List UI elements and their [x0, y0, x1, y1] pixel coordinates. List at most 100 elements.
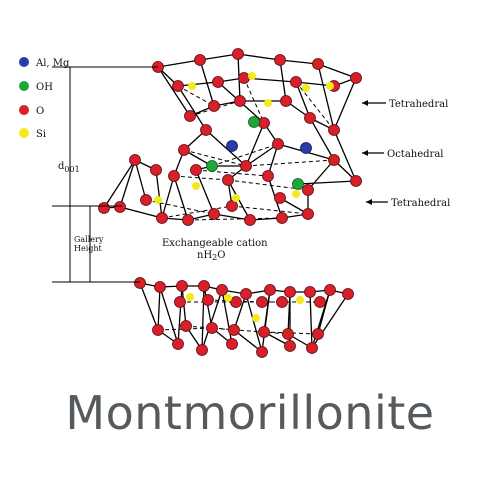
bond-line	[177, 81, 219, 87]
bond-line	[279, 59, 287, 102]
bond-line	[333, 77, 357, 131]
bond-line	[157, 66, 191, 117]
dashed-bond-line	[263, 331, 319, 335]
oxygen-atom	[264, 284, 276, 296]
legend-label-al-mg: Al, Mg	[35, 58, 70, 69]
oxygen-atom	[129, 154, 141, 166]
oxygen-atom	[208, 208, 220, 220]
dashed-bond-line	[231, 205, 309, 215]
dashed-bond-line	[157, 327, 213, 331]
silicon-atom	[224, 294, 232, 302]
silicon-atom	[326, 82, 334, 90]
bond-line	[333, 129, 357, 182]
oxygen-atom	[176, 280, 188, 292]
aluminum-magnesium-atom	[300, 142, 312, 154]
bond-line	[199, 59, 215, 107]
oxygen-atom	[342, 288, 354, 300]
bond-line	[295, 81, 311, 119]
oxygen-atom	[312, 58, 324, 70]
dashed-bond-line	[211, 143, 279, 167]
oxygen-atom	[180, 320, 192, 332]
bond-line	[297, 180, 357, 185]
oxygen-atom	[230, 296, 242, 308]
oxygen-atom	[274, 192, 286, 204]
hydroxyl-atom	[206, 160, 218, 172]
bond-line	[245, 143, 279, 167]
bond-line	[317, 63, 335, 131]
oxygen-atom	[228, 324, 240, 336]
oxygen-atom	[168, 170, 180, 182]
d001-label: d001	[58, 161, 80, 174]
bond-line	[161, 175, 175, 219]
oxygen-atom	[198, 280, 210, 292]
hydroxyl-atom	[248, 116, 260, 128]
oxygen-atom	[350, 72, 362, 84]
oxygen-atom	[172, 80, 184, 92]
silicon-atom	[296, 296, 304, 304]
oxygen-atom	[178, 144, 190, 156]
silicon-atom	[264, 99, 272, 107]
gallery-height-label-line2: Height	[74, 244, 103, 253]
bond-line	[263, 289, 271, 333]
oxygen-atom	[226, 338, 238, 350]
hydroxyl-atom	[292, 178, 304, 190]
oxygen-atom	[282, 328, 294, 340]
oxygen-atom	[276, 296, 288, 308]
oxygen-atom	[140, 194, 152, 206]
page-title: Montmorillonite	[65, 386, 435, 440]
oxygen-atom	[262, 170, 274, 182]
oxygen-atom	[190, 164, 202, 176]
dashed-bond-line	[195, 169, 269, 177]
bond-line	[317, 289, 331, 335]
oxygen-atom	[258, 326, 270, 338]
bond-line	[237, 53, 281, 61]
oxygen-atom	[240, 288, 252, 300]
oxygen-atom	[212, 76, 224, 88]
oxygen-atom	[98, 202, 110, 214]
silicon-atom	[302, 84, 310, 92]
legend-marker-oh	[19, 81, 29, 91]
bond-line	[155, 169, 163, 219]
bond-line	[134, 159, 147, 201]
legend-label-oh: OH	[36, 82, 53, 93]
oxygen-atom	[304, 112, 316, 124]
silicon-atom	[186, 293, 194, 301]
water-label: nH2O	[197, 250, 225, 262]
oxygen-atom	[302, 208, 314, 220]
oxygen-atom	[328, 154, 340, 166]
dashed-bond-line	[145, 199, 215, 215]
oxygen-atom	[156, 212, 168, 224]
oxygen-atom	[208, 100, 220, 112]
bond-line	[157, 59, 201, 68]
legend-marker-si	[19, 128, 29, 138]
oxygen-atom	[234, 95, 246, 107]
silicon-atom	[192, 182, 200, 190]
oxygen-atom	[184, 110, 196, 122]
bond-line	[201, 285, 205, 351]
dashed-bond-line	[161, 205, 233, 219]
oxygen-atom	[202, 294, 214, 306]
bond-line	[119, 206, 163, 219]
octahedral-label: Octahedral	[387, 149, 443, 160]
silicon-atom	[188, 82, 196, 90]
dashed-bond-line	[187, 217, 283, 221]
bond-line	[309, 117, 335, 161]
bottom-tetrahedral-arrowhead	[366, 199, 372, 205]
oxygen-atom	[194, 54, 206, 66]
oxygen-atom	[304, 286, 316, 298]
bond-line	[309, 291, 313, 349]
bond-line	[221, 289, 233, 345]
oxygen-atom	[244, 214, 256, 226]
silicon-atom	[292, 190, 300, 198]
bond-line	[233, 293, 247, 331]
dashed-bond-line	[183, 149, 247, 167]
bond-line	[139, 282, 159, 331]
oxygen-atom	[226, 200, 238, 212]
legend-label-si: Si	[36, 129, 46, 140]
oxygen-atom	[290, 76, 302, 88]
oxygen-atom	[216, 284, 228, 296]
oxygen-atom	[174, 296, 186, 308]
silicon-atom	[252, 314, 260, 322]
bond-line	[245, 122, 265, 167]
